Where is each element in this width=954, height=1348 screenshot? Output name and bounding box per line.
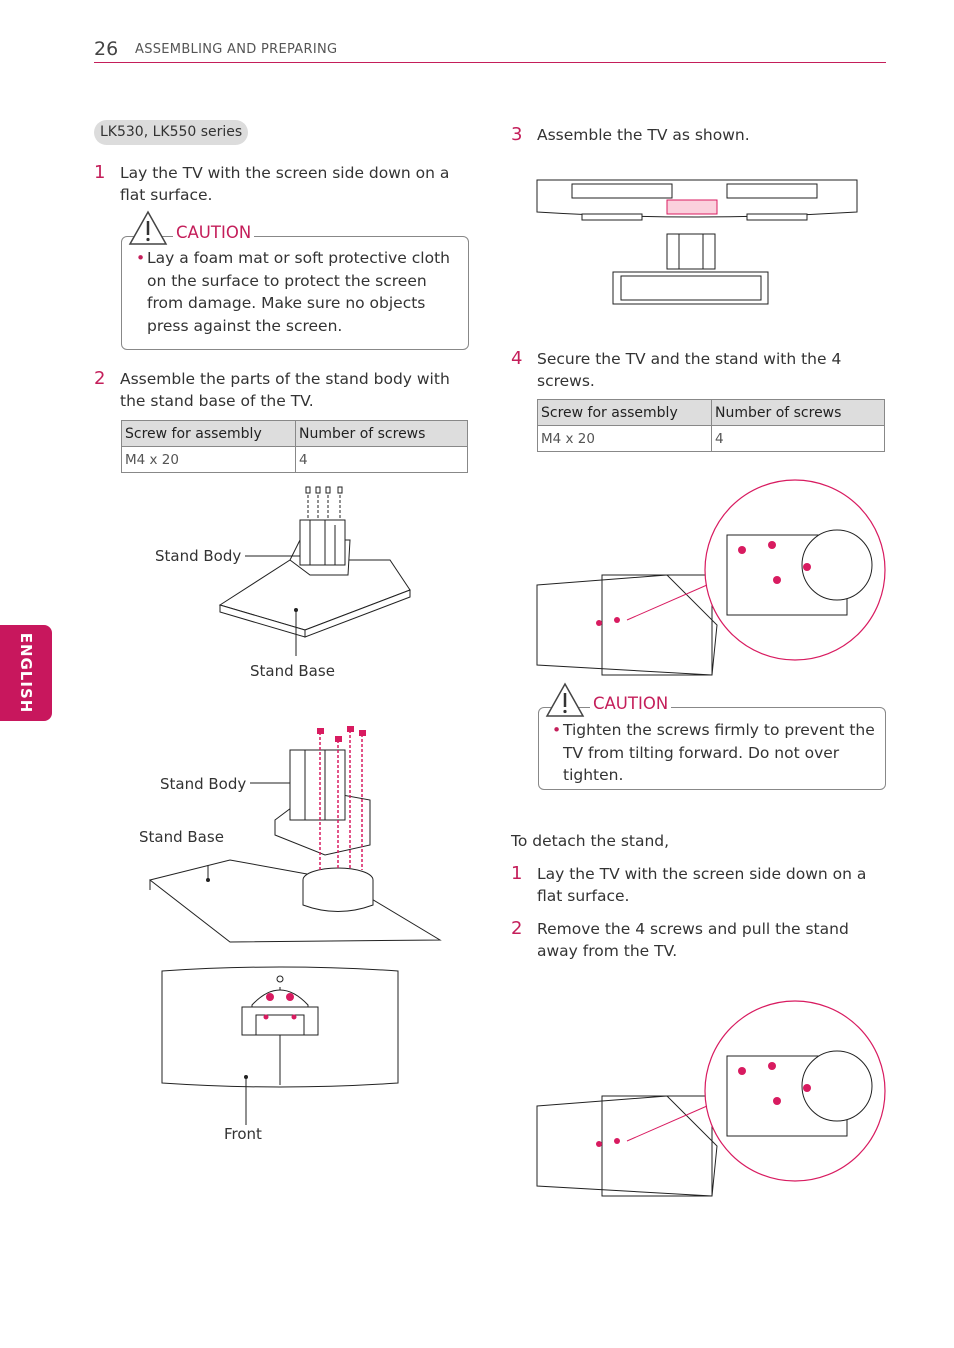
table-header-count: Number of screws bbox=[711, 399, 885, 426]
table-header-screw: Screw for assembly bbox=[537, 399, 712, 426]
detach-step-1-number: 1 bbox=[511, 863, 523, 884]
language-tab: ENGLISH bbox=[0, 625, 52, 721]
caution-box-right bbox=[538, 707, 886, 790]
detach-step-2-text: Remove the 4 screws and pull the stand a… bbox=[537, 920, 849, 960]
step-2-number: 2 bbox=[94, 368, 106, 389]
caution-bullet: • bbox=[136, 249, 146, 267]
caution-title-right: CAUTION bbox=[590, 694, 672, 713]
fig2-stand-base-label: Stand Base bbox=[139, 828, 224, 846]
header-rule bbox=[94, 62, 886, 63]
section-title: ASSEMBLING AND PREPARING bbox=[135, 42, 338, 57]
warning-icon bbox=[128, 210, 168, 245]
step-1-text: Lay the TV with the screen side down on … bbox=[120, 164, 450, 204]
fig2-stand-body-label: Stand Body bbox=[160, 775, 247, 793]
detach-step-2-number: 2 bbox=[511, 918, 523, 939]
screw-table-right: Screw for assembly Number of screws M4 x… bbox=[537, 399, 885, 452]
stand-base-top-view-diagram bbox=[161, 966, 399, 1125]
caution-text: Lay a foam mat or soft protective cloth … bbox=[147, 249, 450, 335]
step-3-text: Assemble the TV as shown. bbox=[537, 126, 750, 144]
screw-table: Screw for assembly Number of screws M4 x… bbox=[121, 420, 468, 473]
step-4-number: 4 bbox=[511, 348, 523, 369]
caution-title: CAUTION bbox=[173, 223, 255, 242]
table-cell-count: 4 bbox=[295, 446, 468, 473]
table-header-count: Number of screws bbox=[295, 420, 468, 447]
table-cell-count: 4 bbox=[711, 425, 885, 452]
tv-stand-assembly-diagram bbox=[536, 179, 858, 305]
series-badge: LK530, LK550 series bbox=[94, 120, 249, 145]
page-number: 26 bbox=[94, 38, 119, 60]
table-cell-screw: M4 x 20 bbox=[121, 446, 296, 473]
table-header-screw: Screw for assembly bbox=[121, 420, 296, 447]
caution-bullet-right: • bbox=[552, 721, 562, 739]
caution-text-right: Tighten the screws firmly to prevent the… bbox=[563, 721, 875, 784]
screw-securing-diagram bbox=[536, 479, 886, 676]
stand-assembly-diagram bbox=[218, 486, 411, 656]
detach-step-1-text: Lay the TV with the screen side down on … bbox=[537, 865, 867, 905]
step-4-text: Secure the TV and the stand with the 4 s… bbox=[537, 350, 842, 390]
stand-base-attach-diagram bbox=[148, 726, 442, 943]
detach-intro: To detach the stand, bbox=[511, 832, 670, 850]
fig1-stand-base-label: Stand Base bbox=[250, 662, 335, 680]
table-cell-screw: M4 x 20 bbox=[537, 425, 712, 452]
language-tab-label: ENGLISH bbox=[17, 632, 35, 714]
step-3-number: 3 bbox=[511, 124, 523, 145]
fig3-front-label: Front bbox=[224, 1125, 262, 1143]
caution-box bbox=[121, 236, 469, 350]
step-2-text: Assemble the parts of the stand body wit… bbox=[120, 370, 450, 410]
step-1-number: 1 bbox=[94, 162, 106, 183]
screw-removal-diagram bbox=[536, 1000, 886, 1197]
fig1-stand-body-label: Stand Body bbox=[155, 547, 242, 565]
warning-icon bbox=[545, 682, 585, 717]
